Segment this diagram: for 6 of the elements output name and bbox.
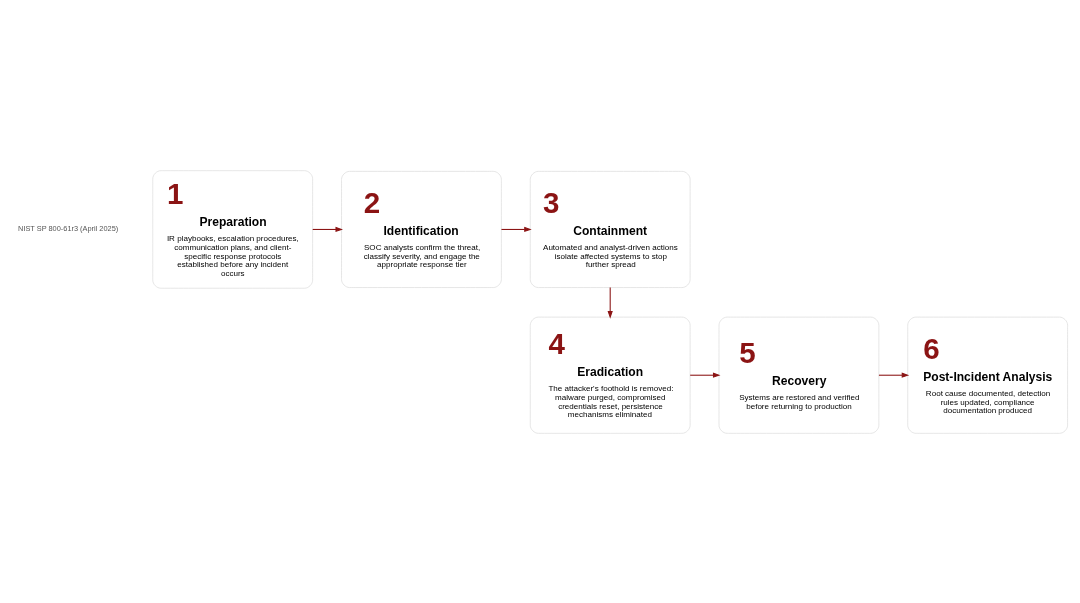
- arrow: [312, 226, 343, 232]
- label: NIST SP 800-61r3 (April 2025): [18, 223, 119, 233]
- arrow: [500, 226, 532, 232]
- arrow: [689, 372, 721, 378]
- arrow: [878, 372, 910, 378]
- arrow: [607, 286, 613, 319]
